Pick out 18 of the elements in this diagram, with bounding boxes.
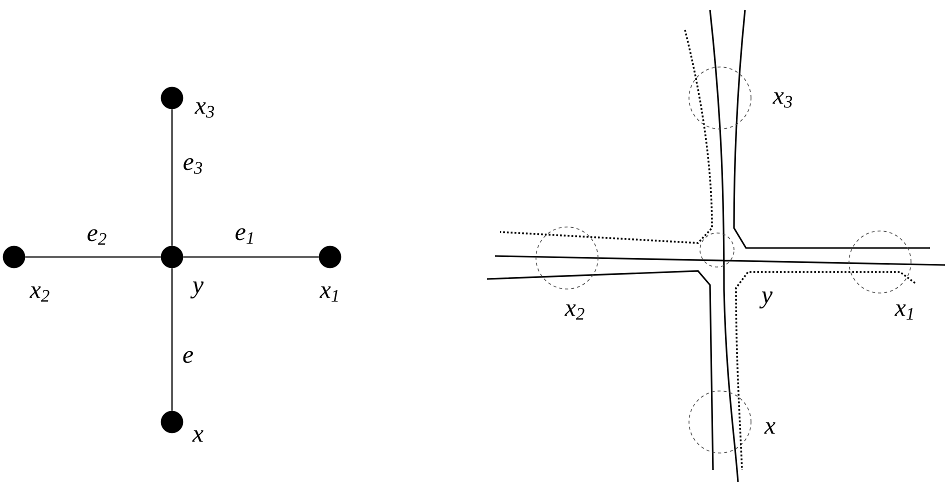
node-label: x: [764, 422, 776, 434]
edge-line: [183, 256, 319, 258]
node-label: x: [192, 430, 204, 442]
node-label: x$_{1}$: [894, 304, 913, 320]
node-label: y: [190, 282, 204, 298]
node-label: x$_{1}$: [320, 286, 338, 302]
node-label: y: [759, 292, 773, 308]
edge-line: [171, 109, 173, 246]
edge-label: e$_{3}$: [184, 158, 202, 174]
node-label: x$_{3}$: [194, 102, 214, 118]
edge-line: [171, 268, 173, 411]
edge-label: e$_{1}$: [236, 228, 253, 244]
node-label: x$_{3}$: [772, 92, 792, 108]
edge-label: e$_{2}$: [88, 229, 106, 245]
edge-label: e: [183, 350, 193, 363]
node-label: x$_{2}$: [30, 286, 50, 302]
edge-line: [25, 256, 161, 258]
node-label: x$_{2}$: [564, 304, 584, 320]
